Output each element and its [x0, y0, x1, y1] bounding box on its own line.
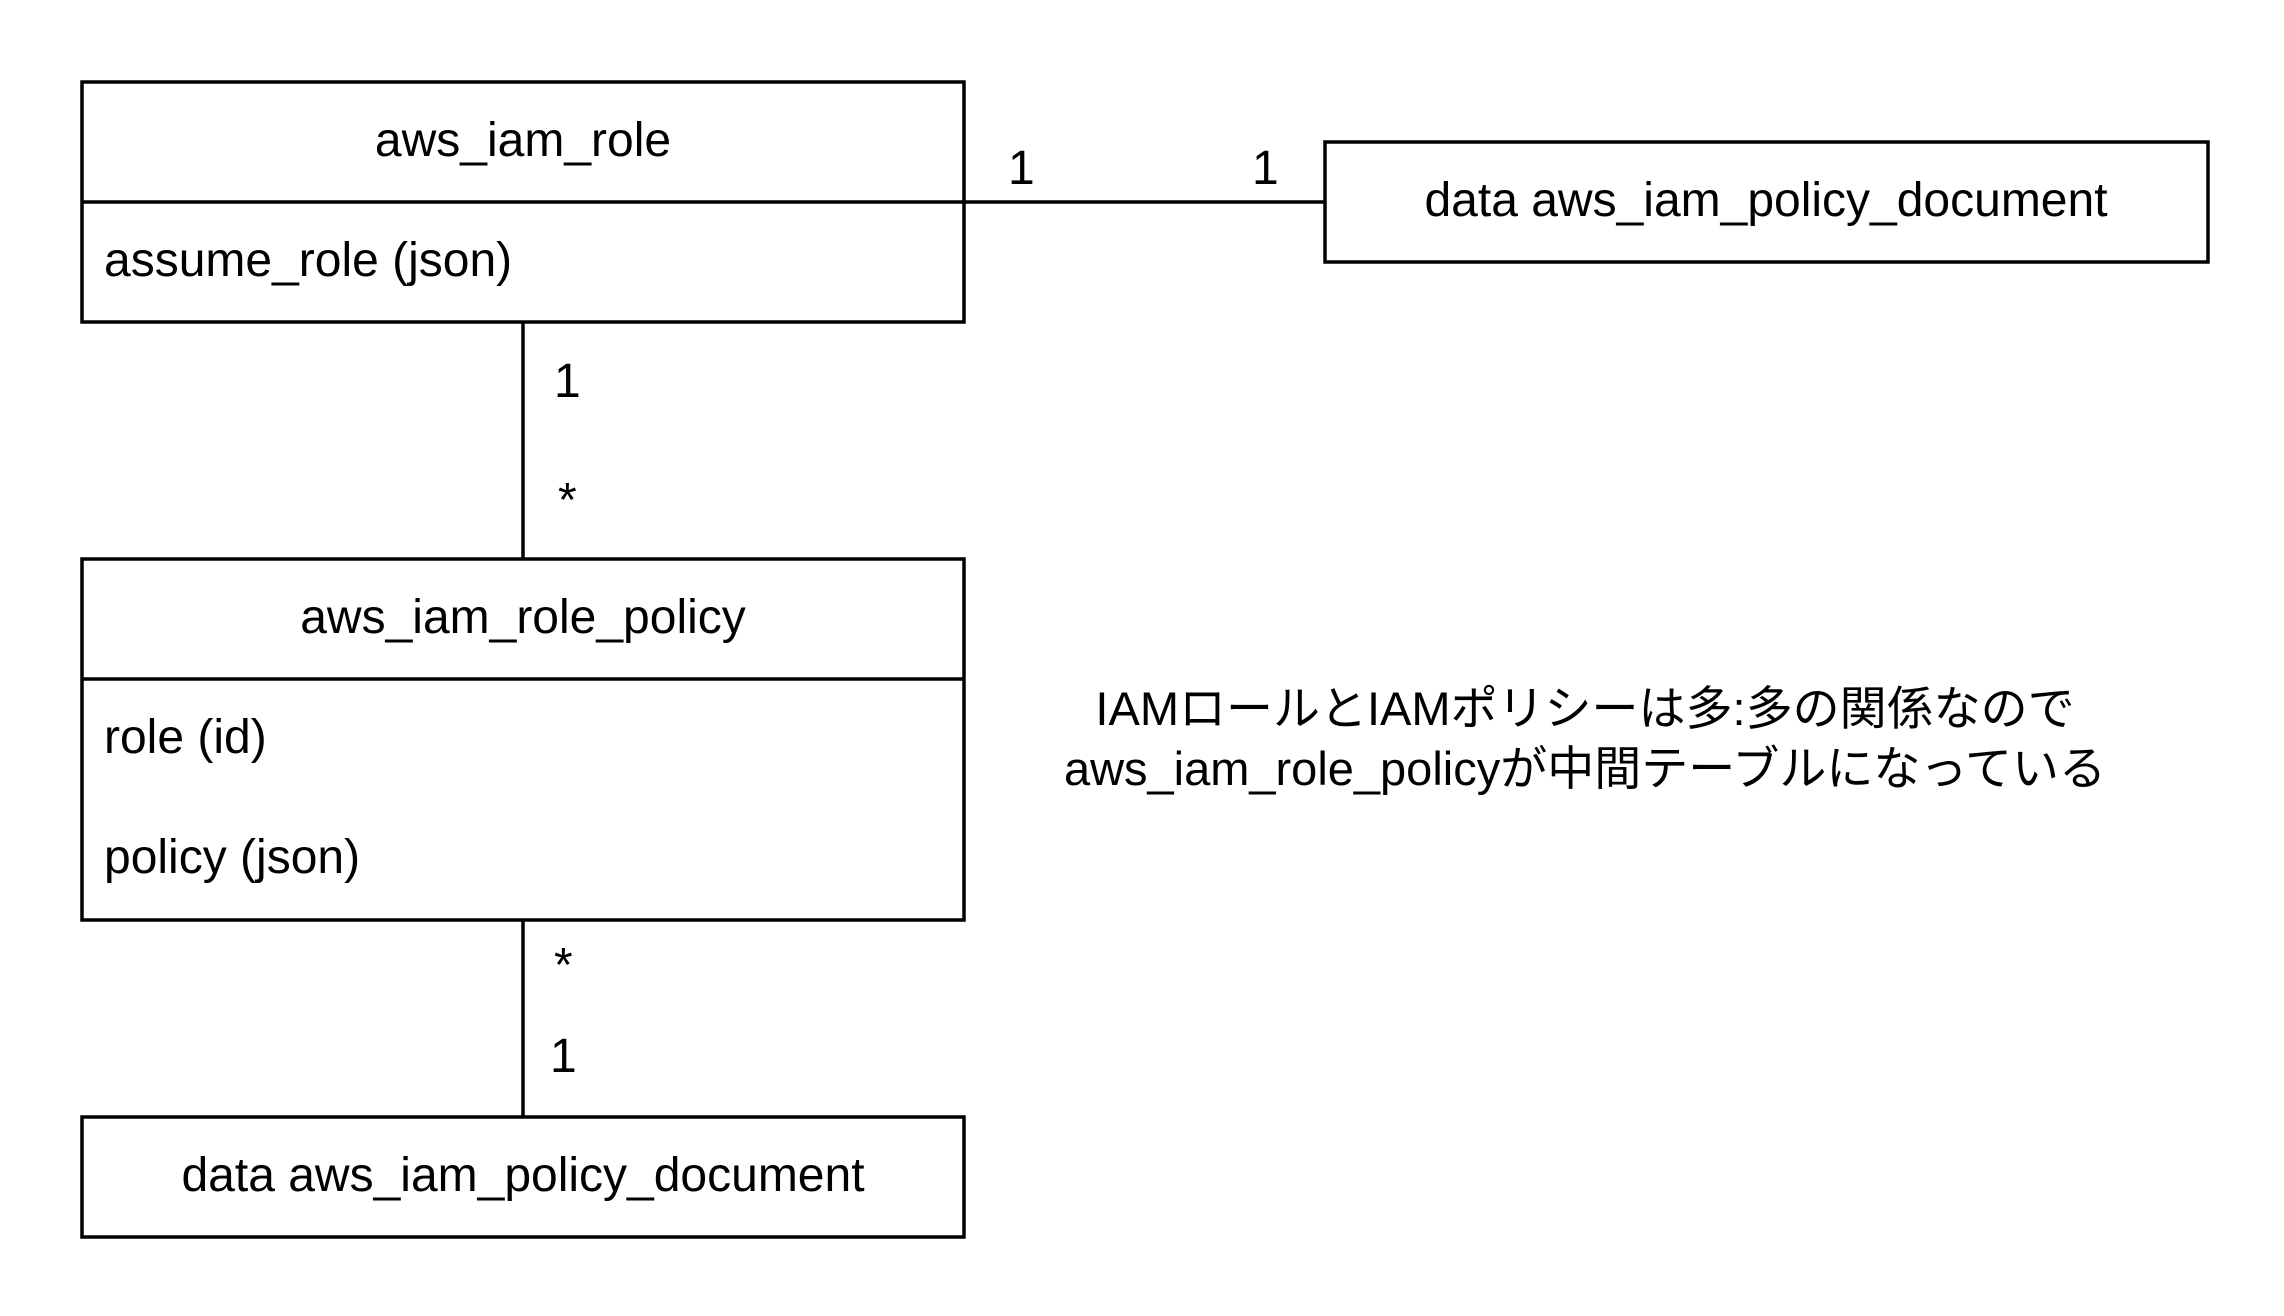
- multiplicity-label: 1: [550, 1030, 577, 1083]
- entity-role-policy-document[interactable]: data aws_iam_policy_document: [1323, 140, 2210, 264]
- relation-role-to-policy-document: 1 1: [964, 142, 1325, 204]
- multiplicity-label: 1: [1008, 142, 1035, 195]
- diagram-note: IAMロールとIAMポリシーは多:多の関係なので aws_iam_role_po…: [1064, 682, 2106, 795]
- entity-title: aws_iam_role: [375, 114, 671, 167]
- relation-role-to-role-policy: 1 *: [521, 322, 581, 559]
- entity-attribute: role (id): [104, 711, 267, 764]
- entity-aws-iam-role[interactable]: aws_iam_role assume_role (json): [80, 80, 966, 324]
- entity-title: aws_iam_role_policy: [300, 591, 746, 644]
- entity-box: [80, 1115, 966, 1239]
- multiplicity-label: 1: [1252, 142, 1279, 195]
- entity-title: data aws_iam_policy_document: [1424, 174, 2107, 227]
- note-line: IAMロールとIAMポリシーは多:多の関係なので: [1095, 682, 2074, 735]
- relation-role-policy-to-policy-document: * 1: [521, 920, 577, 1117]
- entity-attribute: assume_role (json): [104, 234, 512, 287]
- entity-aws-iam-role-policy[interactable]: aws_iam_role_policy role (id) policy (js…: [80, 557, 966, 922]
- note-line: aws_iam_role_policyが中間テーブルになっている: [1064, 742, 2106, 795]
- entity-box: [1323, 140, 2210, 264]
- multiplicity-label: *: [554, 939, 573, 992]
- multiplicity-label: 1: [554, 355, 581, 408]
- multiplicity-label: *: [558, 474, 577, 527]
- entity-title: data aws_iam_policy_document: [181, 1149, 864, 1202]
- entity-attribute: policy (json): [104, 831, 360, 884]
- entity-policy-document[interactable]: data aws_iam_policy_document: [80, 1115, 966, 1239]
